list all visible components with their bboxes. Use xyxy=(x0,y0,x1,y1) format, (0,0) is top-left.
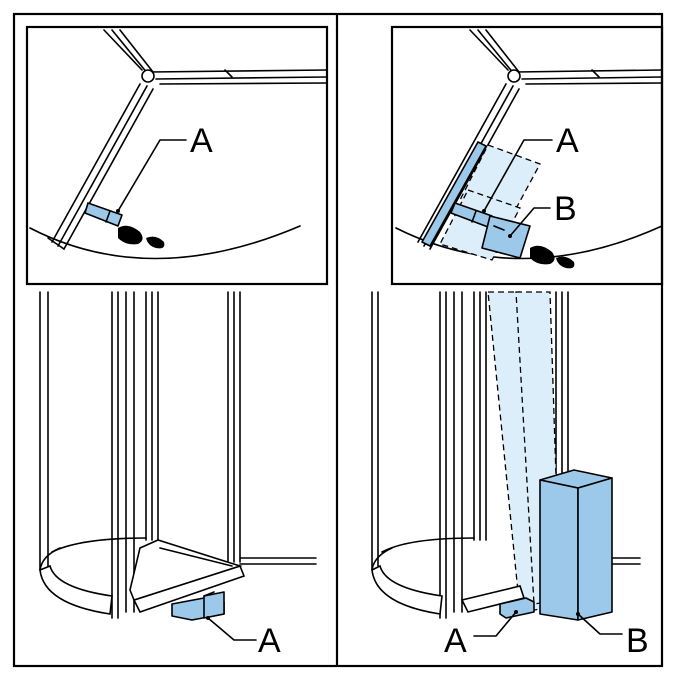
door-bottom-right: A B xyxy=(371,291,649,660)
sensor-a-bottom-right xyxy=(499,597,535,619)
label-b-top-right: B xyxy=(554,190,577,228)
footprint-icon xyxy=(530,245,575,269)
sensor-b-bottom-right xyxy=(539,469,613,621)
sensor-a-bottom-left xyxy=(171,591,225,621)
center-post xyxy=(141,69,155,83)
inset-top-right: A B xyxy=(390,25,664,286)
footprint-icon xyxy=(118,225,165,249)
floor-disc xyxy=(371,564,443,615)
label-a-top-left: A xyxy=(190,122,213,160)
sensor-a-top-left xyxy=(84,202,123,227)
door-bottom-left: A xyxy=(39,291,317,660)
floor-disc xyxy=(39,564,113,615)
label-b-bottom-right: B xyxy=(626,622,649,660)
label-a-bottom-left: A xyxy=(258,622,281,660)
label-a-bottom-right: A xyxy=(444,622,467,660)
label-a-top-right: A xyxy=(556,122,579,160)
inset-top-left: A xyxy=(25,25,329,286)
floor-arc xyxy=(29,225,301,260)
center-post xyxy=(507,69,521,83)
